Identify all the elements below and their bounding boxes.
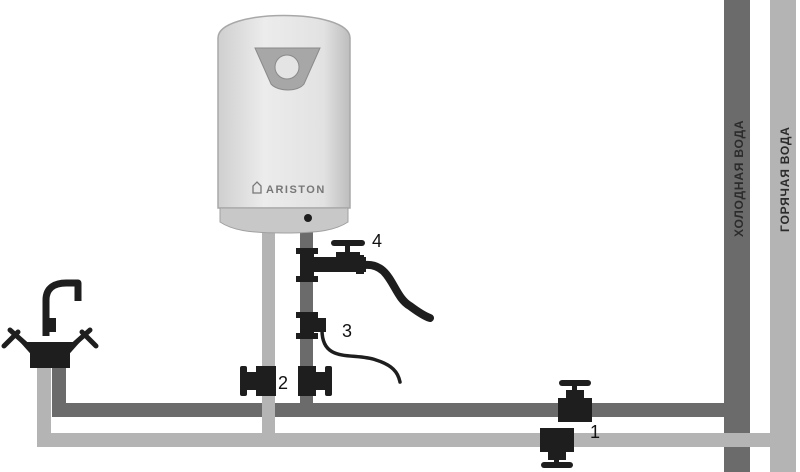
faucet-right-handle (69, 327, 99, 349)
cold-water-riser (724, 0, 750, 472)
faucet-cold-pipe (52, 366, 66, 416)
heater-hot-outlet-pipe (262, 225, 275, 447)
hose-4 (360, 260, 434, 322)
fitting-2-left-valve (240, 366, 276, 396)
mixer-faucet (1, 279, 99, 368)
water-heater: ARISTON (217, 14, 351, 234)
fitting-2-right-valve (298, 366, 332, 396)
hose-3 (320, 328, 402, 384)
hot-water-label: ГОРЯЧАЯ ВОДА (778, 126, 792, 232)
faucet-spout (42, 279, 82, 336)
callout-4: 4 (372, 231, 382, 251)
heater-body (217, 14, 351, 209)
faucet-left-handle (1, 327, 31, 349)
heater-base (219, 207, 349, 234)
ariston-logo-icon (252, 181, 262, 194)
cold-water-label: ХОЛОДНАЯ ВОДА (732, 120, 746, 237)
faucet-hot-pipe (37, 366, 51, 446)
hot-water-riser (770, 0, 796, 472)
fitting-3-tee (296, 312, 326, 339)
heater-brand-label: ARISTON (266, 184, 326, 196)
callout-1: 1 (590, 422, 600, 442)
indicator-light (304, 214, 312, 222)
faucet-body (20, 342, 80, 360)
cold-water-line (52, 403, 726, 417)
fitting-4-drain-valve (296, 240, 366, 282)
thermostat-knob (274, 54, 300, 80)
fitting-1-cold-valve (558, 380, 592, 422)
callout-2: 2 (278, 373, 288, 393)
fitting-1-hot-valve (540, 428, 574, 468)
callout-3: 3 (342, 321, 352, 341)
hot-water-line (37, 433, 772, 447)
